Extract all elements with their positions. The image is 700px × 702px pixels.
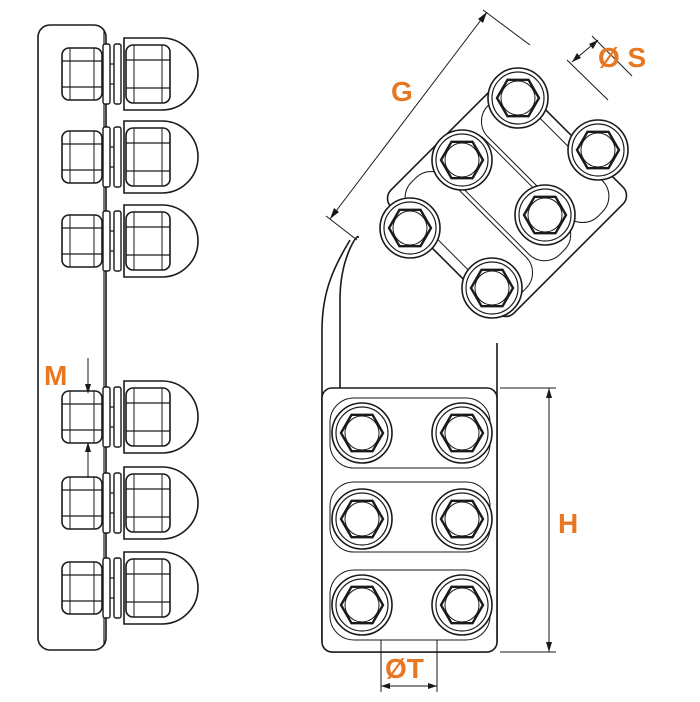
dimension-s xyxy=(566,35,633,101)
upper-pad-bolt xyxy=(513,183,577,247)
dimension-t xyxy=(380,640,438,692)
label-s: Ø S xyxy=(598,42,647,73)
side-bolt-assembly xyxy=(61,551,199,625)
dimension-m xyxy=(85,358,91,478)
label-h: H xyxy=(558,508,579,539)
side-busbar-plate xyxy=(37,24,107,651)
upper-pad-bolt xyxy=(378,196,442,260)
side-bolt-assembly xyxy=(61,204,199,278)
side-bolt-assembly xyxy=(61,466,199,540)
side-bolt-assembly xyxy=(61,120,199,194)
side-bolt-assembly xyxy=(61,37,199,111)
upper-pad-bolt xyxy=(566,118,630,182)
label-m: M xyxy=(44,360,68,391)
side-view xyxy=(37,24,199,651)
label-t: ØT xyxy=(385,653,424,684)
lower-pad-bolt xyxy=(330,401,394,465)
label-g: G xyxy=(391,76,413,107)
side-bolt-assembly xyxy=(61,380,199,454)
angled-busbar-outline xyxy=(339,235,359,650)
upper-pad-bolt xyxy=(460,256,524,320)
lower-pad-bolt xyxy=(430,401,494,465)
lower-pad-bolt xyxy=(430,573,494,637)
upper-pad-bolt xyxy=(430,128,494,192)
dimension-g xyxy=(325,9,531,241)
lower-pad-bolt xyxy=(330,487,394,551)
front-view xyxy=(321,9,633,692)
dimension-h xyxy=(500,387,556,653)
lower-pad-bolt xyxy=(330,573,394,637)
upper-pad-bolt xyxy=(486,66,550,130)
lower-pad-bolt xyxy=(430,487,494,551)
